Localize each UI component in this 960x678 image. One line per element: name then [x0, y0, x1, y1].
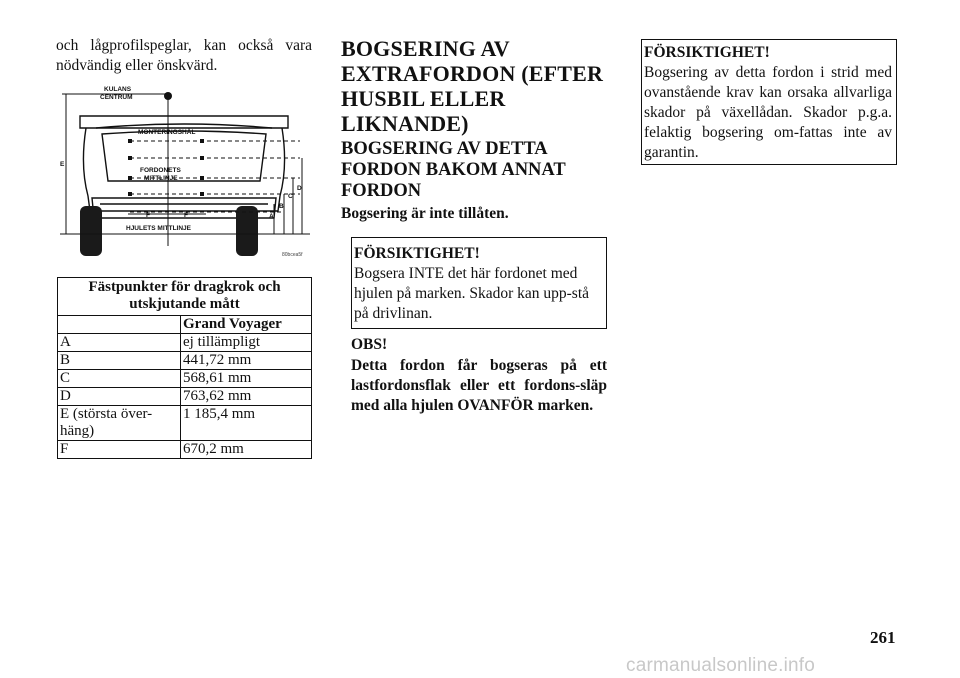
row-value: ej tillämpligt: [180, 333, 312, 352]
table-caption: Fästpunkter för dragkrok och utskjutande…: [57, 277, 312, 316]
label-mittlinje: MITTLINJE: [144, 175, 178, 182]
table-row: A ej tillämpligt: [57, 333, 312, 352]
table-row: D 763,62 mm: [57, 387, 312, 406]
intro-paragraph: och lågprofilspeglar, kan också vara nöd…: [56, 37, 312, 74]
label-d: D: [297, 185, 302, 192]
row-label: E (största över-häng): [57, 405, 181, 441]
row-label: F: [57, 440, 181, 459]
table-row: B 441,72 mm: [57, 351, 312, 370]
specs-table: Fästpunkter för dragkrok och utskjutande…: [57, 277, 312, 459]
main-heading: BOGSERING AV EXTRAFORDON (EFTER HUSBIL E…: [341, 36, 604, 136]
obs-text: Detta fordon får bogseras på ett lastfor…: [351, 357, 607, 414]
page-number: 261: [870, 628, 896, 647]
caution-title: FÖRSIKTIGHET!: [644, 44, 770, 61]
table-header-empty: [57, 315, 181, 334]
table-row: F 670,2 mm: [57, 440, 312, 459]
label-c: C: [288, 193, 293, 200]
left-tire: [80, 206, 102, 256]
row-value: 670,2 mm: [180, 440, 312, 459]
row-label: A: [57, 333, 181, 352]
caution-title: FÖRSIKTIGHET!: [354, 245, 480, 262]
label-f-left: F: [146, 212, 150, 219]
label-b: B: [279, 203, 284, 210]
diagram-code: 80bcea5f: [282, 252, 303, 258]
row-value: 568,61 mm: [180, 369, 312, 388]
caution-box-transmission: FÖRSIKTIGHET! Bogsering av detta fordon …: [641, 39, 897, 165]
sub-heading: BOGSERING AV DETTA FORDON BAKOM ANNAT FO…: [341, 139, 566, 201]
label-f-right: F: [184, 212, 188, 219]
row-label: B: [57, 351, 181, 370]
right-tire: [236, 206, 258, 256]
label-e: E: [60, 161, 65, 168]
table-column-header: Grand Voyager: [180, 315, 312, 334]
table-row: C 568,61 mm: [57, 369, 312, 388]
label-hjulets-mittlinje: HJULETS MITTLINJE: [126, 225, 192, 232]
watermark: carmanualsonline.info: [626, 655, 816, 676]
row-value: 1 185,4 mm: [180, 405, 312, 441]
row-label: D: [57, 387, 181, 406]
hitch-diagram: KULANS CENTRUM MONTERINGSHÅL FORDONETS M…: [60, 86, 310, 272]
caution-text: Bogsering av detta fordon i strid med ov…: [644, 64, 892, 161]
label-monteringshal: MONTERINGSHÅL: [138, 127, 195, 136]
caution-box-drivline: FÖRSIKTIGHET! Bogsera INTE det här fordo…: [351, 237, 607, 329]
row-value: 763,62 mm: [180, 387, 312, 406]
label-a: A: [269, 213, 274, 220]
caution-text: Bogsera INTE det här fordonet med hjulen…: [354, 265, 590, 322]
row-value: 441,72 mm: [180, 351, 312, 370]
vehicle-rear-diagram: KULANS CENTRUM MONTERINGSHÅL FORDONETS M…: [60, 86, 310, 258]
obs-title: OBS!: [351, 336, 388, 353]
label-fordonets: FORDONETS: [140, 167, 181, 174]
not-allowed-text: Bogsering är inte tillåten.: [341, 205, 509, 222]
table-row: E (största över-häng) 1 185,4 mm: [57, 405, 312, 441]
label-kulans: KULANS: [104, 86, 132, 93]
row-label: C: [57, 369, 181, 388]
label-centrum: CENTRUM: [100, 94, 133, 101]
